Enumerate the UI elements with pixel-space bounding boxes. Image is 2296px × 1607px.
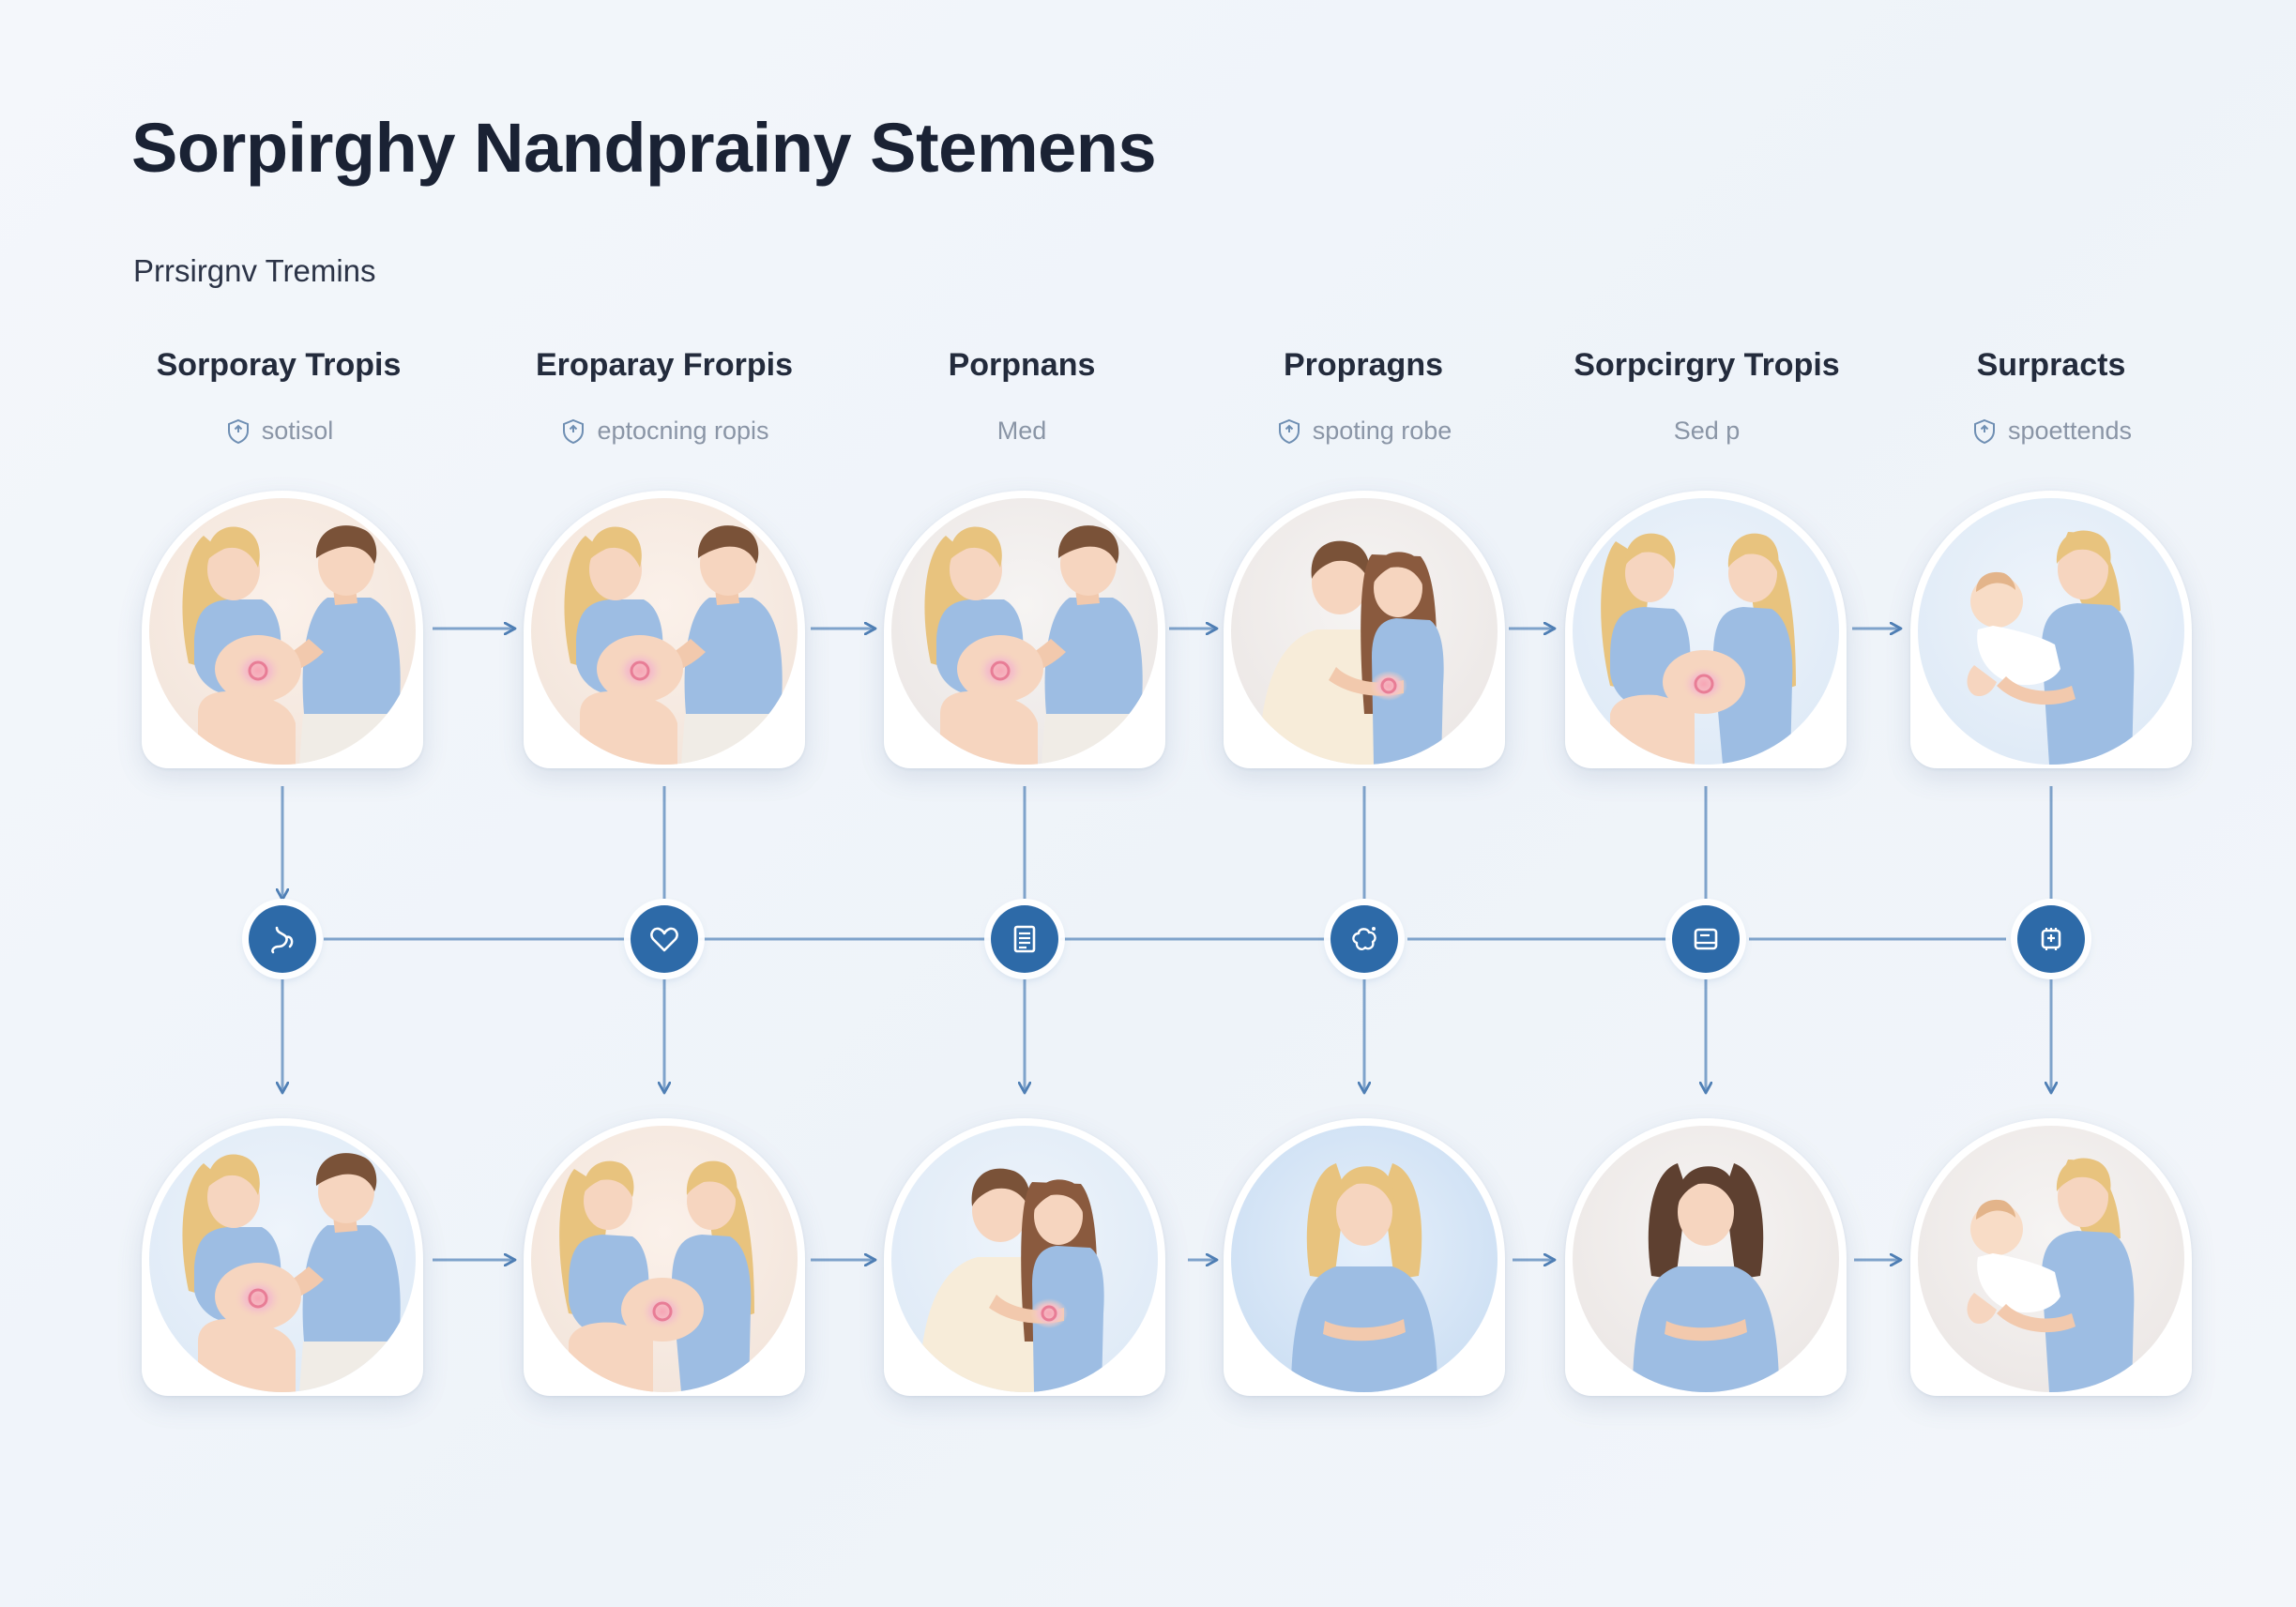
shield-icon [1275, 417, 1303, 446]
column-heading: Eroparay Frorpis [536, 347, 793, 383]
illustration-card [1910, 1118, 2192, 1396]
shield-icon [1970, 417, 1999, 446]
shield-icon [224, 417, 252, 446]
illustration-card [884, 1118, 1165, 1396]
illustration-card [884, 491, 1165, 768]
column-tag: eptocning ropis [477, 417, 852, 446]
illustration-card [524, 491, 805, 768]
column-tag-label: eptocning ropis [597, 417, 769, 445]
document-icon[interactable] [991, 905, 1058, 973]
column-tag: spoting robe [1176, 417, 1551, 446]
column-heading: Sorpcirgry Tropis [1574, 347, 1840, 383]
column-heading: Sorporay Tropis [156, 347, 402, 383]
column-heading: Propragns [1283, 347, 1444, 383]
column-tag: sotisol [91, 417, 466, 446]
column-tag-label: spoting robe [1312, 417, 1452, 445]
column-heading: Porpnans [948, 347, 1096, 383]
device-icon[interactable] [2017, 905, 2085, 973]
illustration-card [1224, 491, 1505, 768]
illustration-card [142, 491, 423, 768]
stomach-icon[interactable] [249, 905, 316, 973]
column-tag: spoettends [1863, 417, 2239, 446]
illustration-card [1565, 491, 1847, 768]
illustration-card [1565, 1118, 1847, 1396]
illustration-card [1224, 1118, 1505, 1396]
heart-shield-icon[interactable] [631, 905, 698, 973]
column-tag-label: Sed p [1673, 417, 1741, 445]
page-subtitle: Prrsirgnv Tremins [133, 253, 376, 288]
column-tag-label: Med [996, 417, 1047, 445]
column-tag: Med [834, 417, 1209, 446]
column-tag-label: sotisol [261, 417, 334, 445]
illustration-card [524, 1118, 805, 1396]
column-tag: Sed p [1519, 417, 1894, 446]
shield-icon [559, 417, 587, 446]
brain-icon[interactable] [1330, 905, 1398, 973]
page-title: Sorpirghy Nandprainy Stemens [131, 109, 1157, 187]
card-icon[interactable] [1672, 905, 1740, 973]
illustration-card [142, 1118, 423, 1396]
illustration-card [1910, 491, 2192, 768]
column-tag-label: spoettends [2007, 417, 2133, 445]
column-heading: Surpracts [1976, 347, 2126, 383]
